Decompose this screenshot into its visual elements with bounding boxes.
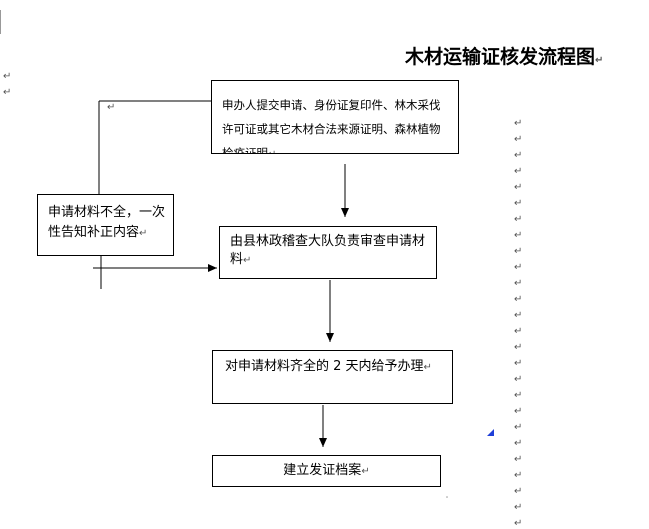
paragraph-mark: ↵ xyxy=(514,502,523,513)
paragraph-mark: ↵ xyxy=(514,150,523,161)
paragraph-mark: ↵ xyxy=(514,326,523,337)
paragraph-mark: ↵ xyxy=(3,71,12,82)
paragraph-mark: ↵ xyxy=(514,422,523,433)
paragraph-mark: ↵ xyxy=(514,454,523,465)
step-submit-text: 申办人提交申请、身份证复印件、林木采伐许可证或其它木材合法来源证明、森林植物检疫… xyxy=(222,98,441,154)
paragraph-mark: ↵ xyxy=(514,166,523,177)
paragraph-mark: ↵ xyxy=(514,518,523,529)
paragraph-mark: ↵ xyxy=(3,87,12,98)
step-process-box: 对申请材料齐全的 2 天内给予办理↵ xyxy=(212,350,453,404)
paragraph-mark: ↵ xyxy=(514,342,523,353)
paragraph-mark: ↵ xyxy=(514,294,523,305)
page-title: 木材运输证核发流程图↵ xyxy=(405,42,641,68)
paragraph-mark: ↵ xyxy=(514,406,523,417)
paragraph-mark: ↵ xyxy=(514,262,523,273)
step-reject-box: 申请材料不全，一次性告知补正内容↵ xyxy=(37,194,174,256)
paragraph-mark: ↵ xyxy=(107,102,116,113)
step-process-text: 对申请材料齐全的 2 天内给予办理 xyxy=(225,359,424,374)
step-submit-box: 申办人提交申请、身份证复印件、林木采伐许可证或其它木材合法来源证明、森林植物检疫… xyxy=(211,80,459,154)
step-review-box: 由县林政稽查大队负责审查申请材料↵ xyxy=(219,226,437,279)
step-review-text: 由县林政稽查大队负责审查申请材料 xyxy=(230,234,426,267)
paragraph-mark: ↵ xyxy=(514,374,523,385)
paragraph-mark: ↵ xyxy=(514,118,523,129)
step-archive-box: 建立发证档案↵ xyxy=(212,455,441,487)
paragraph-mark: ↵ xyxy=(514,182,523,193)
paragraph-mark: ↵ xyxy=(268,149,276,154)
step-reject-text: 申请材料不全，一次性告知补正内容 xyxy=(48,205,166,240)
paragraph-mark: ↵ xyxy=(514,134,523,145)
step-archive-text: 建立发证档案 xyxy=(283,463,362,478)
paragraph-mark: ↵ xyxy=(361,466,370,477)
title-text: 木材运输证核发流程图 xyxy=(405,46,596,68)
paragraph-mark: ↵ xyxy=(514,278,523,289)
paragraph-mark: ↵ xyxy=(514,438,523,449)
blue-marker-icon xyxy=(487,429,494,436)
paragraph-mark: ↵ xyxy=(514,198,523,209)
text-cursor xyxy=(0,10,1,34)
paragraph-mark: ↵ xyxy=(514,214,523,225)
paragraph-mark: ↵ xyxy=(514,486,523,497)
paragraph-mark: ↵ xyxy=(423,362,432,373)
paragraph-mark: ↵ xyxy=(514,246,523,257)
paragraph-mark: ↵ xyxy=(243,255,252,266)
paragraph-mark: ↵ xyxy=(514,470,523,481)
stray-dot xyxy=(446,496,448,498)
paragraph-mark: ↵ xyxy=(514,390,523,401)
paragraph-mark: ↵ xyxy=(595,55,604,66)
paragraph-mark: ↵ xyxy=(514,358,523,369)
paragraph-mark: ↵ xyxy=(514,310,523,321)
paragraph-mark: ↵ xyxy=(139,228,148,239)
paragraph-mark: ↵ xyxy=(514,230,523,241)
